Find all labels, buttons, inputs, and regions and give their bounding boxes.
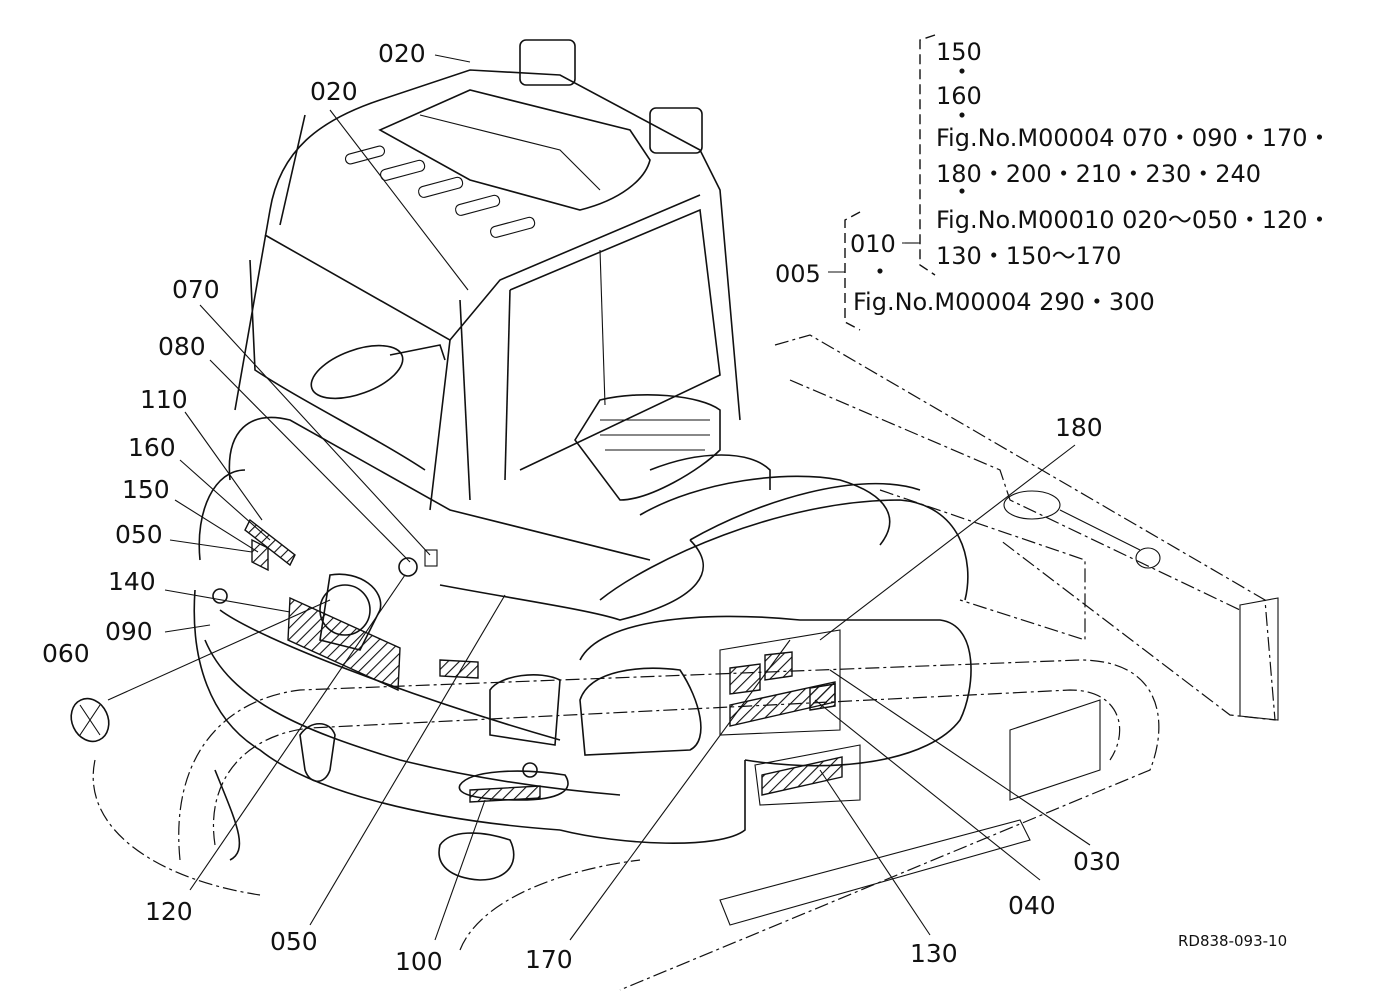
dozer-blade [774,334,1279,721]
label-020-top: 020 [378,39,426,68]
ref-dot-4: ・ [868,258,892,286]
ref-160: 160 [936,82,982,110]
ref-fig-m00004-line1: Fig.No.M00004 070・090・170・ [936,124,1332,152]
label-070: 070 [172,275,220,304]
ref-fig-m00004-290: Fig.No.M00004 290・300 [853,288,1155,316]
label-060: 060 [42,639,90,668]
label-030: 030 [1073,847,1121,876]
crawler-track [92,659,1160,991]
label-120: 120 [145,897,193,926]
label-080: 080 [158,332,206,361]
excavator-drawing [70,34,1279,991]
decals [244,518,843,803]
operator-cab [234,39,771,511]
label-100: 100 [395,947,443,976]
reference-brackets [828,34,936,331]
label-170: 170 [525,945,573,974]
label-110: 110 [140,385,188,414]
ref-010: 010 [850,230,896,258]
label-050-left: 050 [115,520,163,549]
ref-dot-3: ・ [950,178,974,206]
ref-fig-m00010-line2: 130・150～170 [936,242,1121,270]
label-160: 160 [128,433,176,462]
label-050-bottom: 050 [270,927,318,956]
small-parts [70,549,538,778]
reference-block: 150 ・ 160 ・ Fig.No.M00004 070・090・170・ 1… [775,38,1332,316]
ref-005: 005 [775,260,821,288]
drawing-code: RD838-093-10 [1178,932,1287,950]
leader-lines [107,54,1091,941]
label-020-cab: 020 [310,77,358,106]
label-150: 150 [122,475,170,504]
label-140: 140 [108,567,156,596]
label-130: 130 [910,939,958,968]
ref-fig-m00004-line2: 180・200・210・230・240 [936,160,1261,188]
ref-150: 150 [936,38,982,66]
ref-dot-1: ・ [950,58,974,86]
part-number-labels: 020 020 070 080 110 160 150 050 140 090 … [42,39,1121,976]
label-040: 040 [1008,891,1056,920]
ref-dot-2: ・ [950,102,974,130]
ref-fig-m00010-line1: Fig.No.M00010 020～050・120・ [936,206,1332,234]
label-090: 090 [105,617,153,646]
label-180: 180 [1055,413,1103,442]
upper-structure [193,416,972,881]
